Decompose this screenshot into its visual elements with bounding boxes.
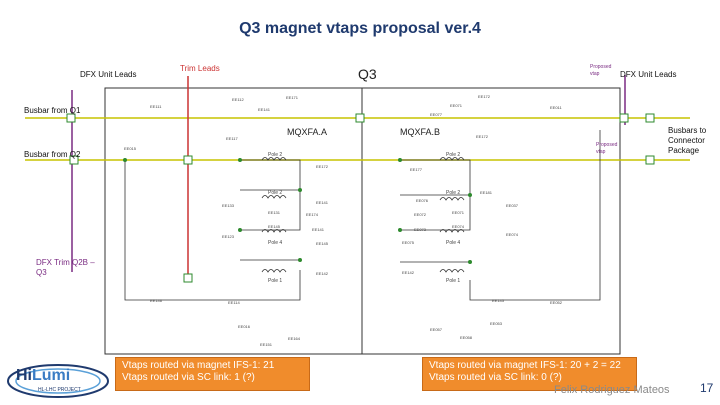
dfx-trim-label: DFX Trim Q2B – Q3: [36, 258, 95, 277]
info-box-right-line2: Vtaps routed via SC link: 0 (?): [429, 372, 562, 383]
vtap-label: EE142: [316, 271, 329, 276]
vtap-label: EE011: [550, 105, 562, 110]
vtap-label: EE117: [226, 136, 238, 141]
vtap-label: EE016: [238, 324, 251, 329]
vtap-label: EE145: [268, 224, 281, 229]
pole-a3: Pole 4: [268, 240, 283, 246]
coil-a1: [261, 157, 287, 161]
tap-green-2: [69, 155, 79, 165]
info-box-left: Vtaps routed via magnet IFS-1: 21 Vtaps …: [115, 357, 310, 391]
vtap-label: EE172: [476, 134, 489, 139]
busbar-connector-label: Busbars to Connector Package: [668, 126, 707, 155]
coil-a2: [261, 195, 287, 199]
proposed-vtap-top-label: Proposed vtap: [590, 64, 612, 77]
vtap-label: EE142: [402, 270, 415, 275]
vtap-label: EE075: [402, 240, 415, 245]
vtap-label: EE015: [124, 146, 137, 151]
vtap-label: EE058: [460, 335, 473, 340]
coil-a4: [261, 269, 287, 273]
vtap-label: EE037: [506, 203, 519, 208]
tap-green-6: [645, 113, 655, 123]
busbar-q2-label: Busbar from Q2: [24, 150, 81, 159]
tap-green-5: [619, 113, 629, 123]
coil-b3: [439, 229, 465, 233]
tap-green-7: [645, 155, 655, 165]
vtap-label: EE114: [228, 300, 240, 305]
vtap-label: EE123: [222, 234, 235, 239]
tap-green-3: [183, 155, 193, 165]
vtap-label: EE151: [260, 342, 273, 347]
dfx-left-label: DFX Unit Leads: [80, 70, 137, 79]
magnet-label: Q3: [358, 66, 377, 82]
vtap-label: EE143: [492, 298, 505, 303]
vtap-label: EE145: [316, 241, 329, 246]
vtap-label: EE052: [550, 300, 563, 305]
coil-b4: [439, 269, 465, 273]
vtap-label: EE057: [430, 327, 443, 332]
vtap-label: EE076: [416, 198, 429, 203]
tap-green-4: [183, 273, 193, 283]
logo-text-hi: Hi: [16, 367, 32, 384]
vtap-label: EE074: [452, 224, 465, 229]
vtap-label: EE171: [286, 95, 299, 100]
vtap-label: EE112: [232, 97, 244, 102]
tap-green-8: [355, 113, 365, 123]
vtap-label: EE146: [150, 298, 163, 303]
vtap-label: EE177: [410, 167, 423, 172]
vtap-label: EE074: [506, 232, 519, 237]
vtap-label: EE053: [490, 321, 503, 326]
vtap-label: EE172: [316, 164, 329, 169]
vtap-label: EE141: [312, 227, 325, 232]
vtap-label: EE111: [150, 104, 162, 109]
footer-author: Felix Rodriguez Mateos: [554, 384, 670, 396]
vtap-label: EE131: [268, 210, 281, 215]
proposed-vtap-mid-label: Proposed vtap: [596, 142, 618, 155]
mqxfa-b-label: MQXFA.B: [400, 127, 441, 137]
mqxfa-a-label: MQXFA.A: [287, 127, 328, 137]
vtap-label: EE133: [222, 203, 235, 208]
vtap-label: EE077: [430, 112, 443, 117]
vtap-label: EE141: [316, 200, 329, 205]
pole-a1: Pole 2: [268, 152, 283, 158]
logo-subtitle: HL-LHC PROJECT: [38, 387, 81, 393]
logo-text-lumi: Lumi: [32, 367, 71, 384]
trim-leads-label: Trim Leads: [180, 64, 220, 73]
info-box-left-line2: Vtaps routed via SC link: 1 (?): [122, 372, 255, 383]
info-box-right: Vtaps routed via magnet IFS-1: 20 + 2 = …: [422, 357, 637, 391]
pole-b1: Pole 2: [446, 152, 461, 158]
pole-a4: Pole 1: [268, 278, 283, 284]
vtap-label: EE141: [258, 107, 271, 112]
pole-b3: Pole 4: [446, 240, 461, 246]
pole-b4: Pole 1: [446, 278, 461, 284]
vtap-label: EE071: [452, 210, 465, 215]
slide-number: 17: [700, 381, 714, 395]
vtap-label: EE174: [306, 212, 319, 217]
tap-green-1: [66, 113, 76, 123]
vtap-label: EE073: [414, 227, 427, 232]
vtap-label: EE172: [478, 94, 491, 99]
coil-b1: [439, 157, 465, 161]
pole-b2: Pole 2: [446, 190, 461, 196]
info-box-left-line1: Vtaps routed via magnet IFS-1: 21: [122, 360, 275, 371]
vtap-label: EE164: [288, 336, 301, 341]
pole-a2: Pole 2: [268, 190, 283, 196]
vtap-label: EE181: [480, 190, 493, 195]
dfx-right-label: DFX Unit Leads: [620, 70, 677, 79]
coil-b2: [439, 197, 465, 201]
busbar-q1-label: Busbar from Q1: [24, 106, 81, 115]
slide-title: Q3 magnet vtaps proposal ver.4: [239, 20, 481, 37]
coil-a3: [261, 229, 287, 233]
hilumi-logo: HiLumi HL-LHC PROJECT: [6, 359, 114, 399]
vtap-label: EE072: [414, 212, 427, 217]
info-box-right-line1: Vtaps routed via magnet IFS-1: 20 + 2 = …: [429, 360, 621, 371]
vtap-label: EE071: [450, 103, 463, 108]
logo-graphic: [7, 364, 109, 398]
